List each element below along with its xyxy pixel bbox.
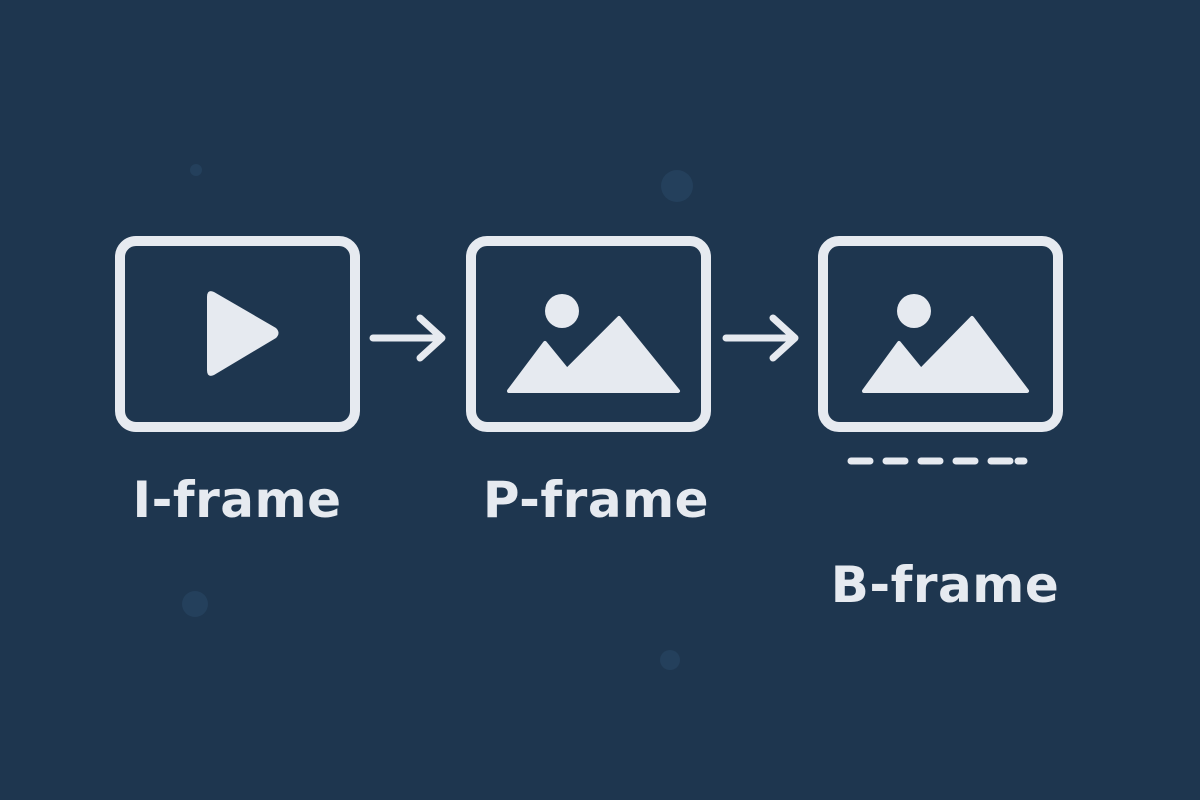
p-frame-border [466,236,711,432]
play-icon [207,291,279,376]
i-frame-label: I-frame [132,471,342,529]
b-frame-border [818,236,1063,432]
i-frame-border [115,236,360,432]
arrow-right-icon [722,314,799,362]
p-frame-label: P-frame [482,471,710,529]
background-speck [190,164,202,176]
image-icon [862,294,1029,393]
image-icon [507,294,680,393]
background-speck [660,650,680,670]
background-speck [661,170,693,202]
b-frame-box [818,236,1063,432]
arrow-right-icon [369,314,446,362]
b-frame-label: B-frame [830,556,1060,614]
p-frame-box [466,236,711,432]
background-speck [182,591,208,617]
i-frame-box [115,236,360,432]
background-specks [182,164,693,670]
